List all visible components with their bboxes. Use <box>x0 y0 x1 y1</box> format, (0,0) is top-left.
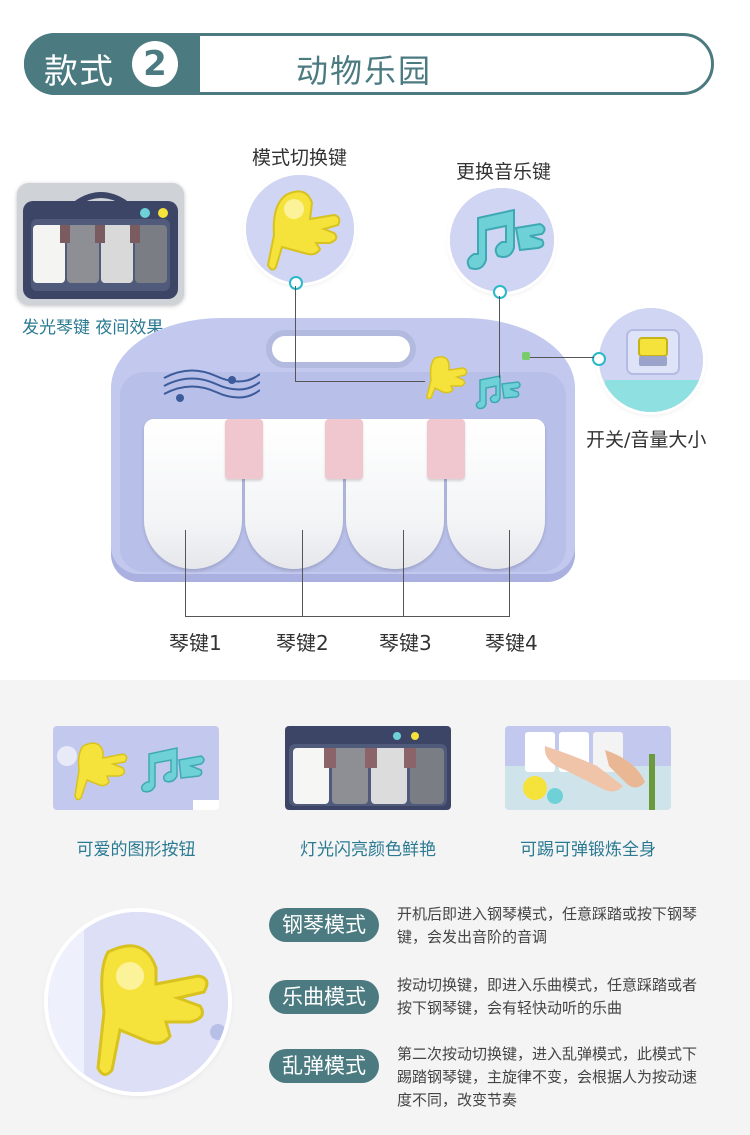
power-switch-knob[interactable] <box>522 352 530 360</box>
mode-switch-dot <box>289 276 303 290</box>
mode-desc-piano: 开机后即进入钢琴模式，任意踩踏或按下钢琴键，会发出音阶的音调 <box>397 905 698 946</box>
night-glow-photo <box>17 183 184 305</box>
mode-button-zoom <box>48 912 228 1092</box>
style-title: 动物乐园 <box>296 52 433 90</box>
mode-switch-button[interactable] <box>421 352 471 402</box>
key-4-line <box>509 530 510 616</box>
key-label-1: 琴键1 <box>169 631 222 655</box>
feature-caption-2: 灯光闪亮颜色鲜艳 <box>300 840 436 860</box>
pink-key-1[interactable] <box>225 419 263 479</box>
change-music-connector <box>499 296 500 378</box>
change-music-label: 更换音乐键 <box>456 161 552 183</box>
mode-switch-zoom <box>246 175 354 283</box>
mode-switch-connector-h <box>295 381 425 382</box>
feature-buttons-image <box>53 726 219 810</box>
power-switch-zoom <box>599 308 703 412</box>
mode-desc-song: 按动切换键，即进入乐曲模式，任意踩踏或者按下钢琴键，会有轻快动听的乐曲 <box>397 976 698 1017</box>
feature-caption-3: 可踢可弹锻炼全身 <box>520 840 656 860</box>
key-label-2: 琴键2 <box>276 631 329 655</box>
power-switch-dot <box>592 352 606 366</box>
style-number-badge: 2 <box>132 41 178 87</box>
key-label-4: 琴键4 <box>485 631 538 655</box>
key-baseline <box>185 616 510 617</box>
power-switch-connector <box>530 357 594 358</box>
piano-handle <box>266 330 416 368</box>
key-2-line <box>302 530 303 616</box>
mode-desc-random: 第二次按动切换键，进入乱弹模式，此模式下踢踏钢琴键，主旋律不变，会根据人为按动速… <box>397 1045 698 1109</box>
mode-badge-random: 乱弹模式 <box>269 1049 379 1083</box>
key-label-3: 琴键3 <box>379 631 432 655</box>
night-effect-label: 发光琴键 夜间效果 <box>22 318 164 338</box>
key-1-line <box>185 530 186 616</box>
mode-switch-label: 模式切换键 <box>252 147 348 169</box>
change-music-button[interactable] <box>470 368 524 416</box>
pink-key-3[interactable] <box>427 419 465 479</box>
feature-kick-image <box>505 726 671 810</box>
feature-caption-1: 可爱的图形按钮 <box>76 840 196 860</box>
change-music-zoom <box>450 188 554 292</box>
key-3-line <box>403 530 404 616</box>
mode-badge-song: 乐曲模式 <box>269 980 379 1014</box>
power-volume-label: 开关/音量大小 <box>586 429 707 451</box>
mode-badge-piano: 钢琴模式 <box>269 908 379 942</box>
mode-switch-connector <box>295 286 296 382</box>
style-label: 款式 <box>44 52 114 92</box>
feature-lights-image <box>285 726 451 810</box>
music-notes-decoration <box>163 369 260 402</box>
change-music-dot <box>493 285 507 299</box>
pink-key-2[interactable] <box>325 419 363 479</box>
